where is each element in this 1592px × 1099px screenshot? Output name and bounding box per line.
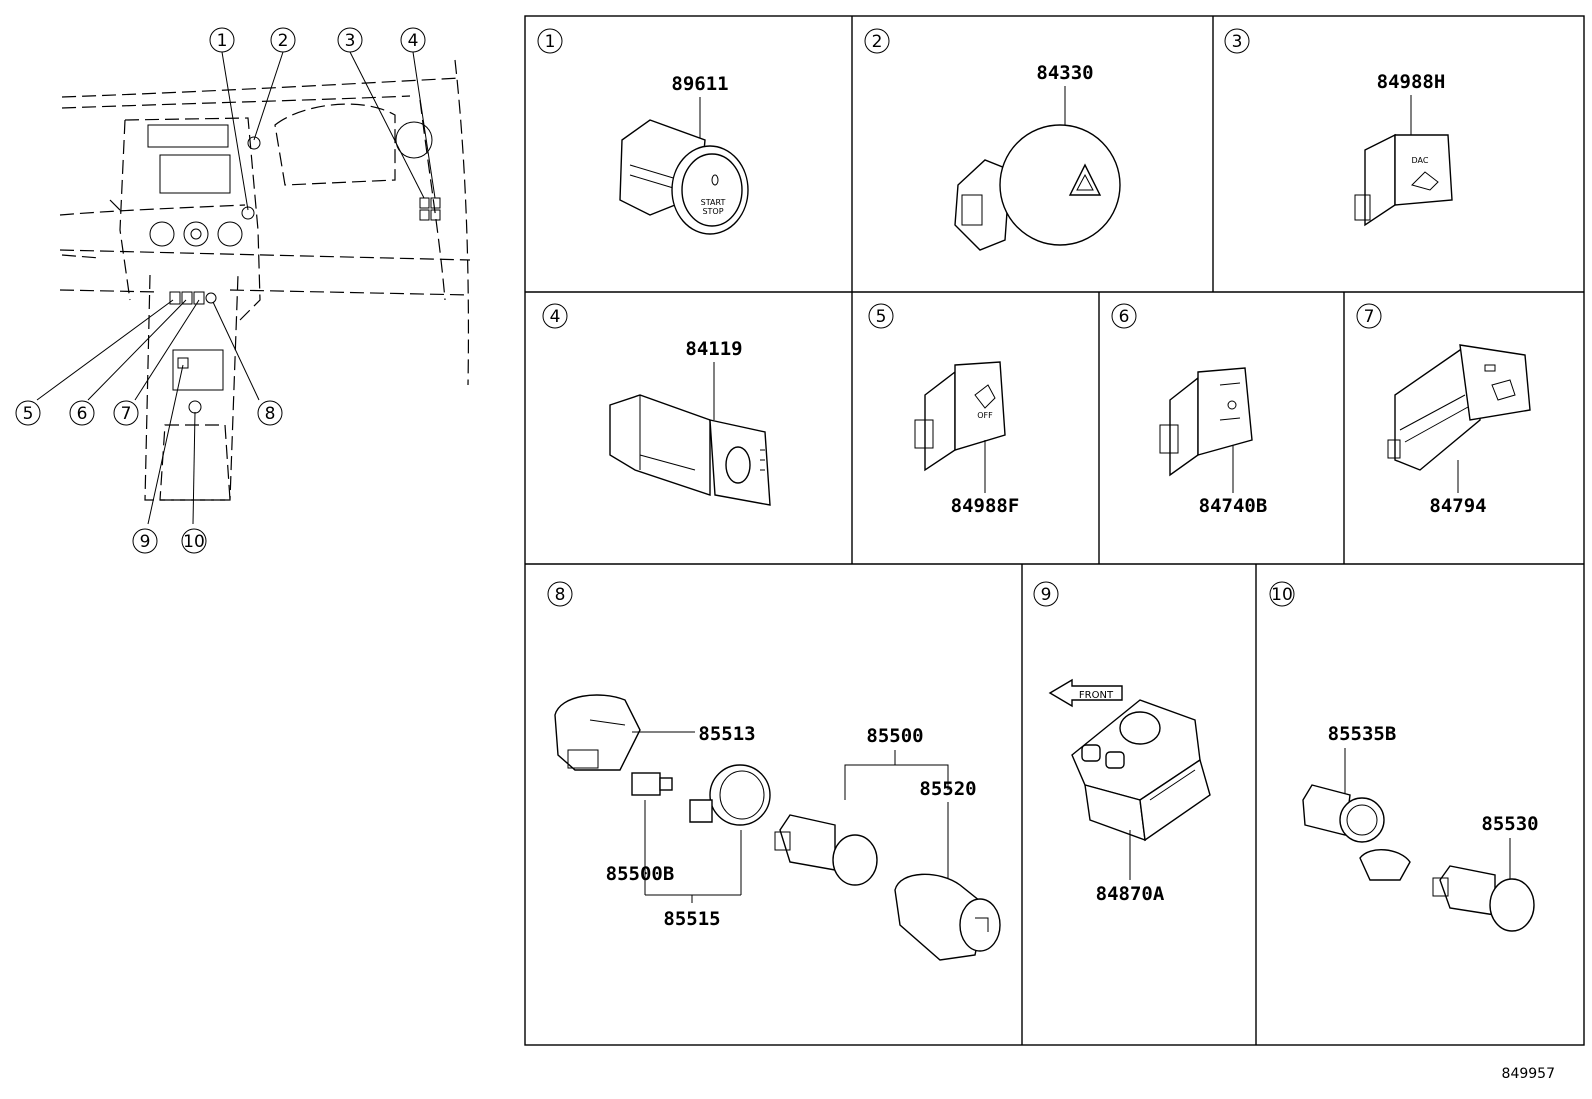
panel-8-index: 8: [555, 585, 566, 605]
part-84740B-label: 84740B: [1199, 495, 1268, 517]
hill-descent-icon: [1411, 171, 1439, 191]
panel-6-index: 6: [1119, 307, 1130, 327]
panel-2: 2 84330: [864, 28, 1121, 251]
svg-text:1: 1: [217, 31, 228, 51]
panel-5: 5 OFF 84988F: [868, 303, 1020, 517]
callout-9: 9: [132, 528, 158, 554]
svg-text:3: 3: [345, 31, 356, 51]
panel-9: 9 FRONT 84870A: [1033, 581, 1211, 905]
part-84119-label: 84119: [685, 338, 742, 360]
dac-switch-illustration: DAC: [1354, 133, 1453, 227]
svg-text:5: 5: [23, 404, 34, 424]
stop-text: STOP: [702, 207, 723, 216]
callout-6: 6: [69, 400, 95, 426]
part-84988F-label: 84988F: [951, 495, 1020, 517]
start-text: START: [701, 198, 726, 207]
svg-text:9: 9: [140, 532, 151, 552]
power-outlet-illustration: [1302, 784, 1411, 881]
cigarette-lighter-illustration: [894, 873, 1001, 961]
diagram-id: 849957: [1502, 1066, 1555, 1082]
panel-8: 8 85513 85500 85520: [547, 581, 1001, 961]
mirror-switch-illustration: [1071, 699, 1211, 842]
vsc-car-icon: [974, 384, 996, 409]
cigarette-socket-illustration: [774, 814, 878, 886]
front-arrow-label: FRONT: [1079, 690, 1114, 701]
part-84330-label: 84330: [1036, 62, 1093, 84]
panel-1-index: 1: [545, 32, 556, 52]
start-stop-switch-illustration: START STOP: [619, 119, 749, 235]
part-85500B-label: 85500B: [606, 863, 675, 885]
panel-6: 6 84740B: [1111, 303, 1268, 517]
part-85530-label: 85530: [1481, 813, 1538, 835]
part-85515-label: 85515: [663, 908, 720, 930]
hazard-switch-illustration: [954, 124, 1121, 251]
callout-10: 10: [181, 528, 207, 554]
panel-4: 4 84119: [542, 303, 771, 506]
socket-housing-illustration: [554, 694, 641, 771]
panel-7-index: 7: [1364, 307, 1375, 327]
part-84988H-label: 84988H: [1377, 71, 1446, 93]
bulb-illustration: [631, 772, 673, 796]
outlet-cap-icon: [1359, 849, 1411, 881]
callout-2: 2: [270, 27, 296, 53]
callout-1: 1: [209, 27, 235, 53]
panel-2-index: 2: [872, 32, 883, 52]
ring-illustration: [689, 764, 771, 826]
front-arrow-icon: FRONT: [1048, 678, 1123, 708]
part-85500-label: 85500: [866, 725, 923, 747]
headlight-cleaner-switch-illustration: [1159, 367, 1253, 477]
callout-8: 8: [257, 400, 283, 426]
panel-5-index: 5: [876, 307, 887, 327]
callout-4: 4: [400, 27, 426, 53]
dac-text: DAC: [1412, 156, 1429, 165]
panel-3-index: 3: [1232, 32, 1243, 52]
panel-4-index: 4: [550, 307, 561, 327]
panel-10: 10 85535B 85530: [1269, 581, 1539, 932]
callout-7: 7: [113, 400, 139, 426]
svg-text:8: 8: [265, 404, 276, 424]
panel-9-index: 9: [1041, 585, 1052, 605]
vsc-off-switch-illustration: OFF: [914, 361, 1006, 472]
rear-defog-icon: [1491, 379, 1516, 401]
svg-text:2: 2: [278, 31, 289, 51]
part-85513-label: 85513: [698, 723, 755, 745]
svg-text:6: 6: [77, 404, 88, 424]
accessory-socket-illustration: [1432, 865, 1535, 932]
panel-10-index: 10: [1271, 585, 1293, 605]
dashboard-overview: 1 2 3 4 5 6 7 8: [15, 27, 471, 554]
callout-5: 5: [15, 400, 41, 426]
defogger-switch-illustration: [1387, 344, 1531, 471]
panel-7: 7 84794: [1356, 303, 1531, 517]
svg-text:4: 4: [408, 31, 419, 51]
part-89611-label: 89611: [671, 73, 728, 95]
panel-3: 3 84988H DAC: [1224, 28, 1453, 227]
svg-text:10: 10: [183, 532, 205, 552]
callout-3: 3: [337, 27, 363, 53]
svg-text:7: 7: [121, 404, 132, 424]
hazard-triangle-icon: [1068, 163, 1102, 196]
off-text: OFF: [977, 411, 993, 420]
panel-grid: [524, 15, 1585, 1046]
dimmer-switch-illustration: [609, 394, 771, 506]
part-84794-label: 84794: [1429, 495, 1486, 517]
part-85535B-label: 85535B: [1328, 723, 1397, 745]
panel-1: 1 89611 START STOP: [537, 28, 749, 235]
part-84870A-label: 84870A: [1096, 883, 1165, 905]
part-85520-label: 85520: [919, 778, 976, 800]
